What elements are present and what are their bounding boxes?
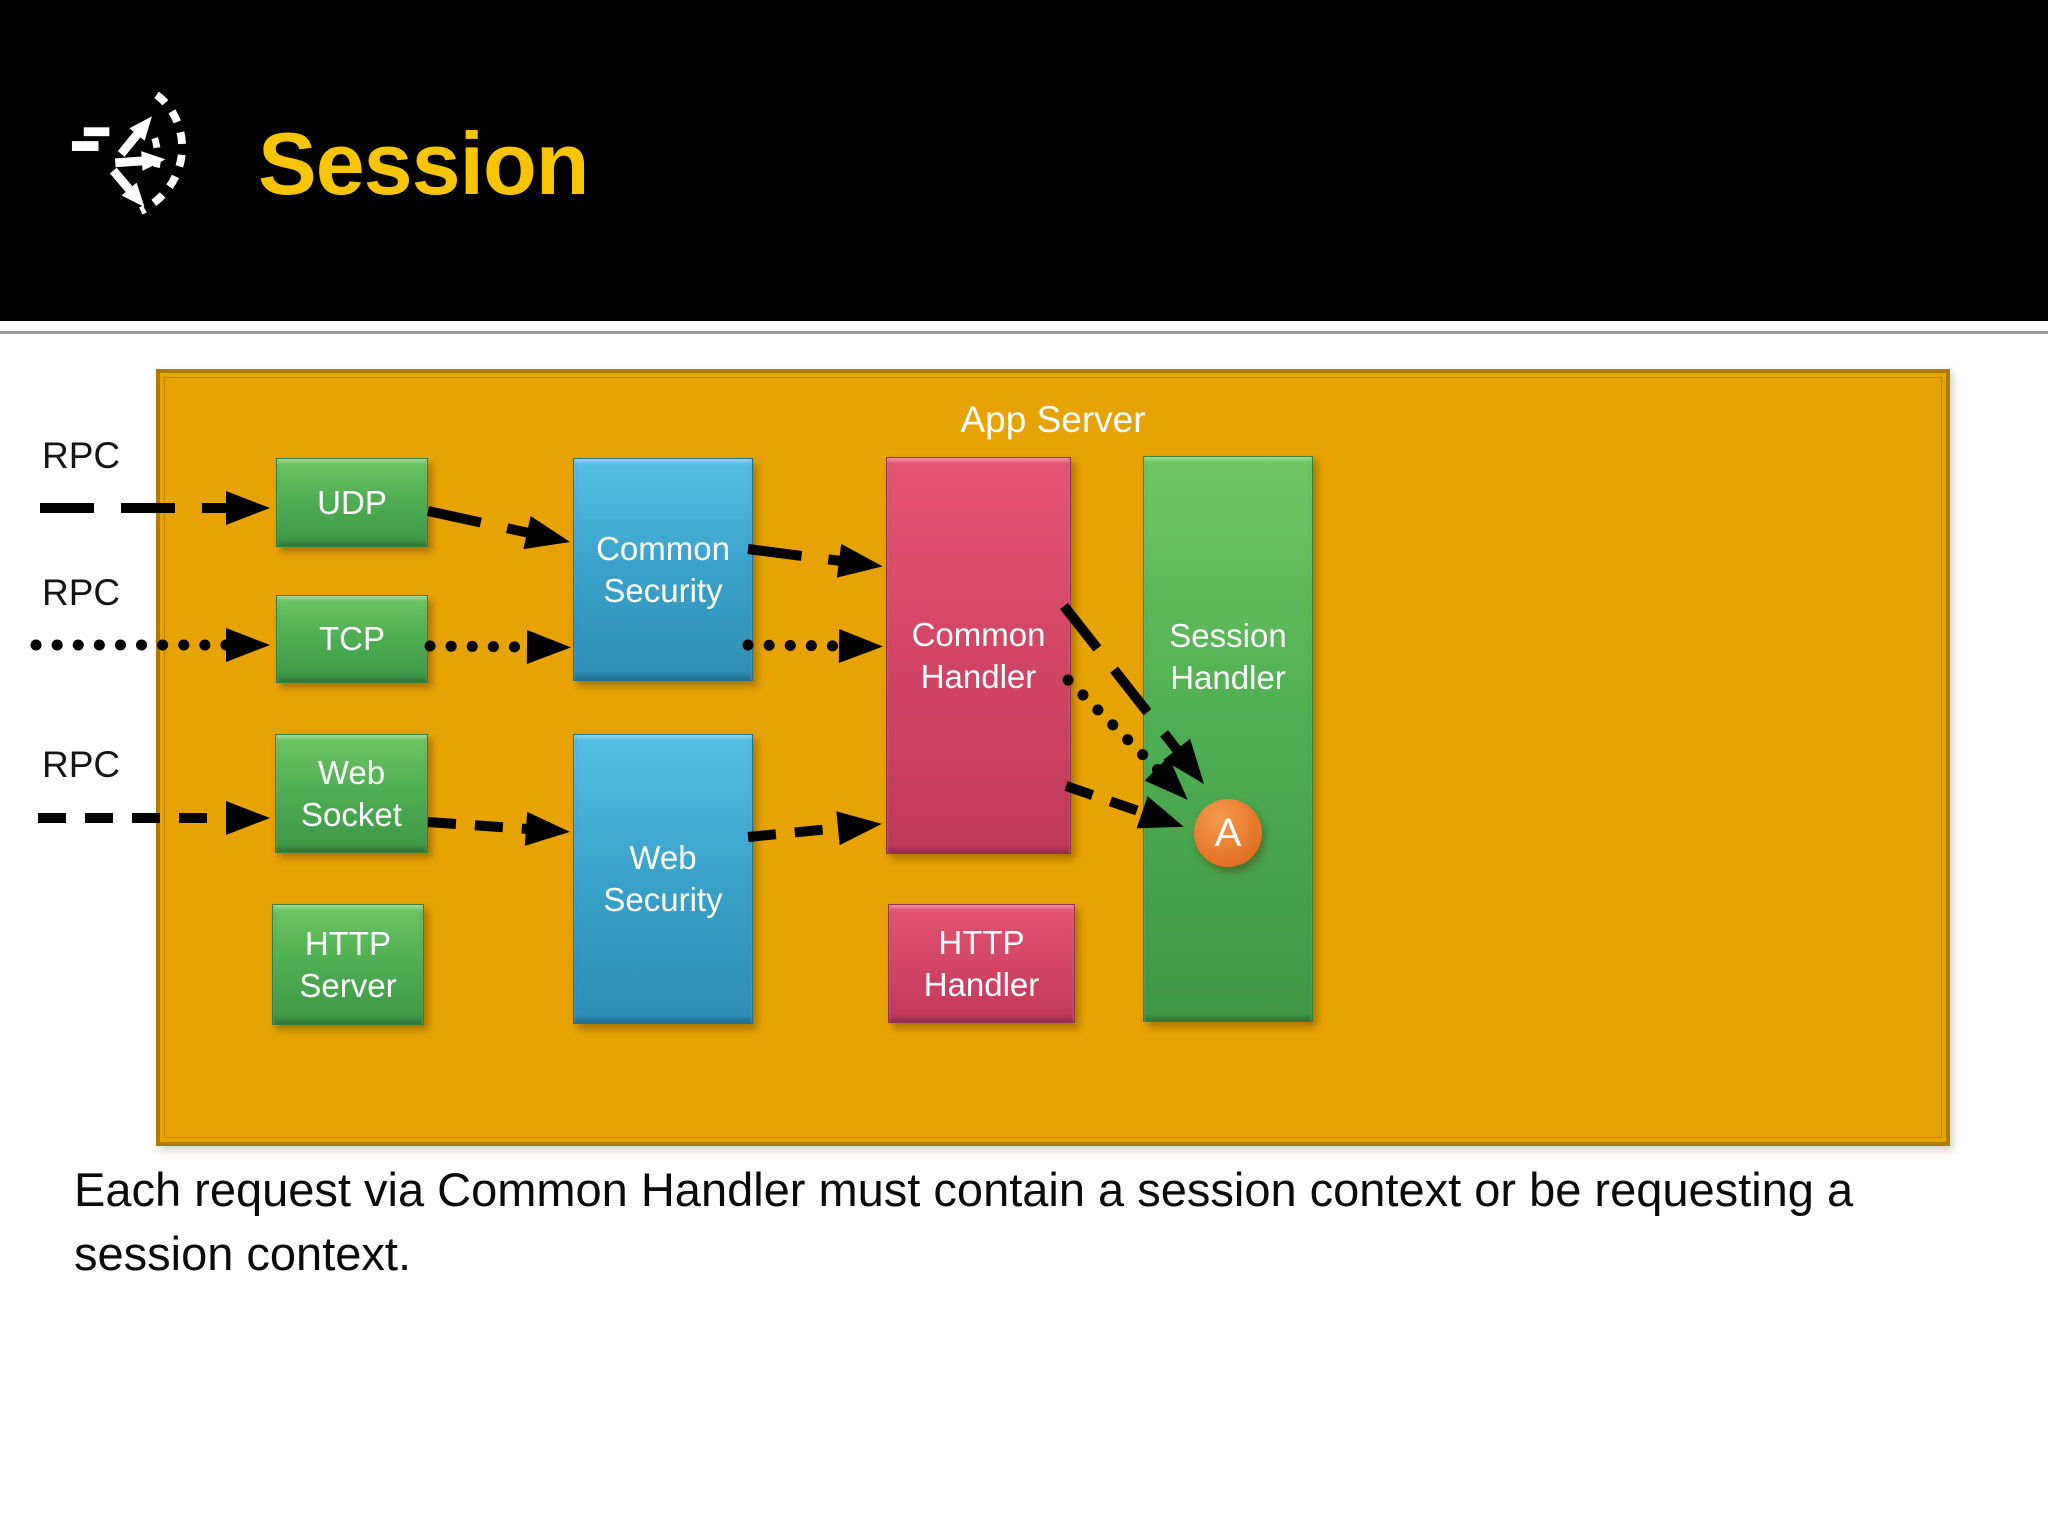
node-common-security-label: Common Security [596,529,730,609]
node-http-server-label: HTTP Server [299,924,397,1004]
rpc-label-2: RPC [42,572,121,613]
node-tcp-label: TCP [319,620,385,658]
node-common-handler: Common Handler [886,457,1071,854]
scatter-arrows-icon [71,91,186,215]
node-udp: UDP [276,458,428,547]
node-udp-label: UDP [317,483,387,521]
session-context-node: A [1194,799,1262,867]
node-web-security: Web Security [573,734,753,1024]
node-common-security: Common Security [573,458,753,681]
rpc-label-1: RPC [42,435,121,476]
session-context-label: A [1214,810,1242,855]
node-session-handler-label: Session Handler [1169,617,1287,696]
header-banner: Session [0,0,2048,321]
node-http-handler: HTTP Handler [888,904,1075,1023]
node-http-handler-label: HTTP Handler [923,923,1040,1003]
node-web-security-label: Web Security [603,839,723,918]
node-web-socket-label: Web Socket [301,753,402,833]
header-divider [0,331,2048,334]
node-http-server: HTTP Server [272,904,424,1025]
page-title: Session [258,114,589,213]
node-web-socket: Web Socket [275,734,428,853]
caption-text: Each request via Common Handler must con… [74,1163,1854,1280]
node-common-handler-label: Common Handler [911,615,1046,695]
node-tcp: TCP [276,595,428,683]
node-session-handler: Session Handler [1143,456,1313,1022]
app-server-label: App Server [960,399,1146,440]
rpc-label-3: RPC [42,744,121,785]
